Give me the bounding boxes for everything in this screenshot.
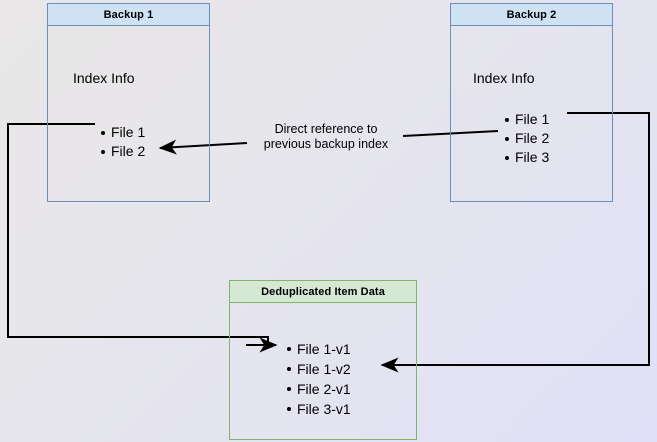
node-deduplicated-item-data[interactable]: Deduplicated Item Data File 1-v1 File 1-…: [229, 280, 417, 440]
list-item: File 1-v2: [287, 361, 351, 377]
list-item: File 1: [100, 124, 146, 140]
node-backup-1-body: Index Info File 1 File 2: [48, 26, 209, 201]
list-item: File 2: [100, 143, 146, 159]
node-backup-2[interactable]: Backup 2 Index Info File 1 File 2 File 3: [450, 3, 613, 202]
list-item: File 3-v1: [287, 401, 351, 417]
list-item: File 2: [504, 130, 550, 146]
backup-1-index-info-label: Index Info: [73, 70, 135, 86]
backup-2-index-info-label: Index Info: [473, 70, 535, 86]
node-deduplicated-item-data-body: File 1-v1 File 1-v2 File 2-v1 File 3-v1: [230, 303, 416, 439]
node-deduplicated-item-data-title: Deduplicated Item Data: [230, 281, 416, 303]
dedup-file-list: File 1-v1 File 1-v2 File 2-v1 File 3-v1: [283, 339, 351, 419]
edge-label-direct-reference: Direct reference to previous backup inde…: [263, 122, 389, 151]
node-backup-2-body: Index Info File 1 File 2 File 3: [451, 26, 612, 201]
node-backup-1[interactable]: Backup 1 Index Info File 1 File 2: [47, 3, 210, 202]
list-item: File 2-v1: [287, 381, 351, 397]
backup-2-file-list: File 1 File 2 File 3: [501, 110, 549, 167]
backup-1-file-list: File 1 File 2: [97, 123, 145, 161]
list-item: File 1-v1: [287, 341, 351, 357]
list-item: File 1: [504, 111, 550, 127]
list-item: File 3: [504, 149, 550, 165]
node-backup-2-title: Backup 2: [451, 4, 612, 26]
node-backup-1-title: Backup 1: [48, 4, 209, 26]
